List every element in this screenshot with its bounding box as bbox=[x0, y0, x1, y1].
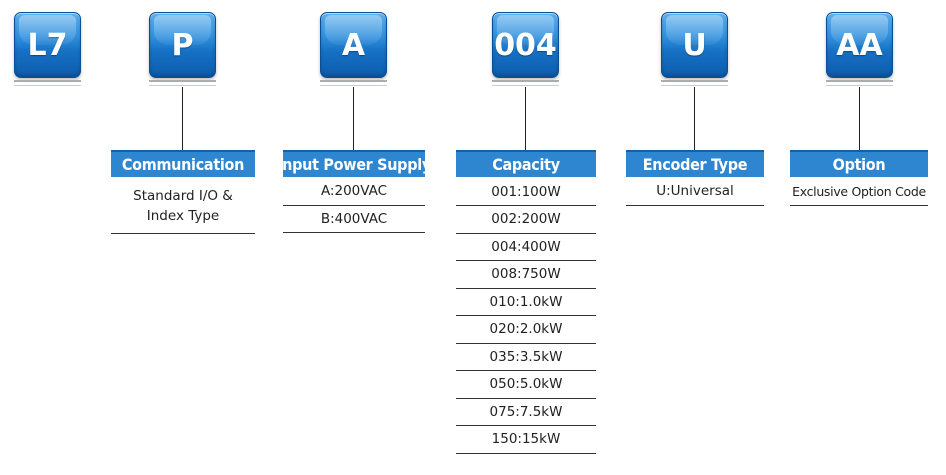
code-box-underline bbox=[320, 80, 387, 86]
code-box-aa: AA bbox=[826, 12, 893, 78]
option-capacity: 001:100W bbox=[456, 178, 596, 206]
code-box-underline bbox=[149, 80, 216, 86]
header-encoder-type: Encoder Type bbox=[626, 150, 764, 177]
code-box-u: U bbox=[661, 12, 728, 78]
connector-line-option bbox=[859, 87, 860, 150]
connector-line-capacity bbox=[525, 87, 526, 150]
header-input-power-supply: Input Power Supply bbox=[277, 150, 431, 177]
option-exclusive-code: Exclusive Option Code bbox=[790, 178, 928, 206]
option-b-400vac: B:400VAC bbox=[283, 206, 425, 233]
option-standard-io: Standard I/O & Index Type bbox=[111, 178, 255, 234]
option-u-universal: U:Universal bbox=[626, 178, 764, 206]
code-box-l7: L7 bbox=[14, 12, 81, 78]
code-box-004: 004 bbox=[492, 12, 559, 78]
code-box-underline bbox=[14, 80, 81, 86]
options-capacity: 001:100W 002:200W 004:400W 008:750W 010:… bbox=[456, 178, 596, 454]
header-communication: Communication bbox=[111, 150, 255, 177]
option-capacity: 002:200W bbox=[456, 206, 596, 234]
header-capacity: Capacity bbox=[456, 150, 596, 177]
options-communication: Standard I/O & Index Type bbox=[111, 178, 255, 234]
connector-line-communication bbox=[182, 87, 183, 150]
options-input-power-supply: A:200VAC B:400VAC bbox=[283, 178, 425, 233]
code-box-underline bbox=[826, 80, 893, 86]
header-option: Option bbox=[790, 150, 928, 177]
code-box-p: P bbox=[149, 12, 216, 78]
option-capacity: 004:400W bbox=[456, 234, 596, 261]
options-encoder-type: U:Universal bbox=[626, 178, 764, 206]
connector-line-input-power bbox=[353, 87, 354, 150]
option-a-200vac: A:200VAC bbox=[283, 178, 425, 206]
options-option: Exclusive Option Code bbox=[790, 178, 928, 206]
code-box-underline bbox=[492, 80, 559, 86]
option-capacity: 035:3.5kW bbox=[456, 344, 596, 371]
code-box-a: A bbox=[320, 12, 387, 78]
code-box-underline bbox=[661, 80, 728, 86]
option-capacity: 075:7.5kW bbox=[456, 399, 596, 426]
option-capacity: 008:750W bbox=[456, 261, 596, 289]
option-capacity: 150:15kW bbox=[456, 426, 596, 454]
option-capacity: 050:5.0kW bbox=[456, 371, 596, 399]
option-capacity: 020:2.0kW bbox=[456, 316, 596, 344]
connector-line-encoder bbox=[694, 87, 695, 150]
option-capacity: 010:1.0kW bbox=[456, 289, 596, 316]
